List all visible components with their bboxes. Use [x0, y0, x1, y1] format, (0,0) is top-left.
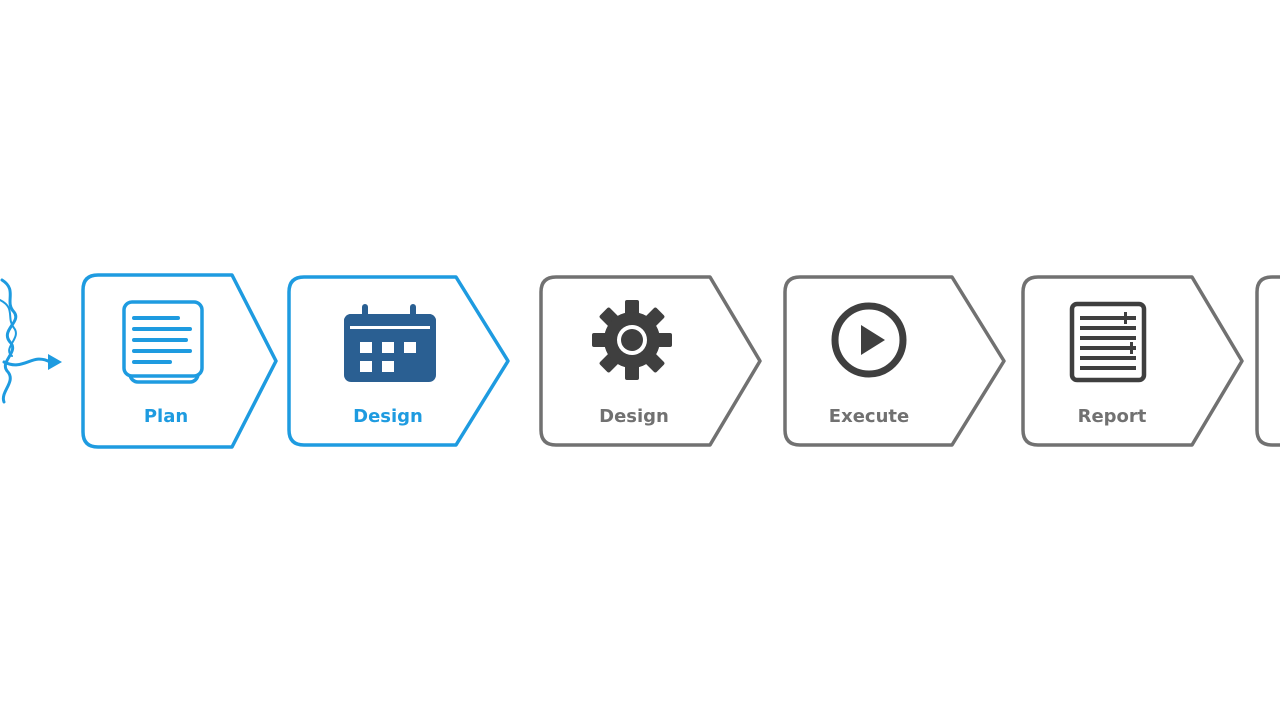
gear-icon [592, 300, 672, 380]
step-execute[interactable]: Execute [783, 275, 1006, 447]
step-label: Design [353, 406, 423, 427]
calendar-icon [344, 304, 436, 382]
step-plan[interactable]: Plan [81, 273, 278, 449]
scribble-arrow-icon [0, 278, 62, 404]
play-icon [831, 302, 907, 378]
report-icon [1069, 301, 1147, 383]
gear-tooth [592, 333, 608, 347]
gear-tooth [625, 364, 639, 380]
gear-tooth [625, 300, 639, 316]
step-label: Plan [144, 406, 188, 427]
step-design[interactable]: Design [287, 275, 510, 447]
step-label: Execute [829, 406, 909, 427]
step-report[interactable]: Report [1021, 275, 1244, 447]
step-design-2[interactable]: Design [539, 275, 762, 447]
document-icon [122, 300, 204, 384]
step-label: Report [1078, 406, 1147, 427]
step-partial[interactable] [1255, 275, 1280, 447]
step-label: Design [599, 406, 669, 427]
gear-tooth [656, 333, 672, 347]
